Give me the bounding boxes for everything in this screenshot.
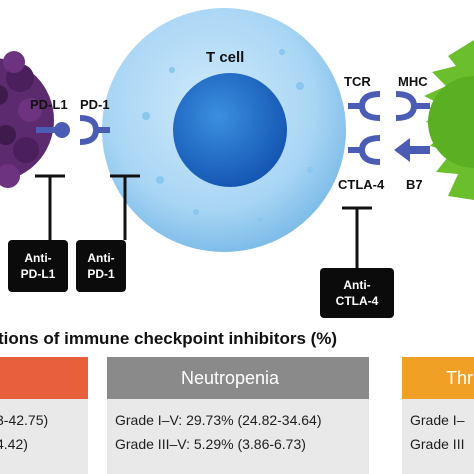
b7-ligand — [394, 138, 430, 162]
anti-ctla-4-line-1: Anti- — [343, 278, 371, 292]
mhc-label: MHC — [398, 74, 428, 89]
tcr-label: TCR — [344, 74, 371, 89]
card-thrombocytopenia-header: Thr — [402, 357, 474, 399]
t-cell-nucleus — [173, 73, 287, 187]
anti-pd-l1-line-2: PD-L1 — [20, 267, 56, 281]
card-neutropenia-title: Neutropenia — [181, 368, 280, 388]
pd-1-label: PD-1 — [80, 97, 110, 112]
t-cell-label: T cell — [206, 49, 245, 66]
anti-pd-l1-line-1: Anti- — [24, 251, 52, 265]
pd-1-receptor — [79, 115, 110, 145]
anti-pd-1-line-1: Anti- — [87, 251, 115, 265]
mhc-molecule — [395, 91, 430, 121]
antigen-presenting-cell — [424, 40, 474, 200]
ctla-4-receptor — [348, 135, 381, 165]
ctla-4-label: CTLA-4 — [338, 177, 385, 192]
card-thrombocytopenia-line-2: Grade III — [410, 436, 465, 452]
pd-l1-label: PD-L1 — [30, 97, 68, 112]
card-anemia-line-1: 3-42.75) — [0, 412, 49, 428]
anti-pd-1-box: Anti- PD-1 — [76, 240, 126, 292]
card-thrombocytopenia-line-1: Grade I– — [410, 412, 465, 428]
card-anemia-header — [0, 357, 88, 399]
section-title-text: tions of immune checkpoint inhibitors (%… — [0, 329, 338, 348]
card-anemia: 3-42.75) 4.42) — [0, 357, 88, 474]
card-neutropenia-line-2: Grade III–V: 5.29% (3.86-6.73) — [115, 436, 306, 452]
card-neutropenia: Neutropenia Grade I–V: 29.73% (24.82-34.… — [107, 357, 369, 474]
card-thrombocytopenia-body: Grade I– Grade III — [402, 399, 474, 474]
card-neutropenia-body: Grade I–V: 29.73% (24.82-34.64) Grade II… — [107, 399, 369, 474]
anti-pd-l1-box: Anti- PD-L1 — [8, 240, 68, 292]
card-neutropenia-header: Neutropenia — [107, 357, 369, 399]
anti-ctla-4-line-2: CTLA-4 — [335, 294, 379, 308]
card-thrombocytopenia-title: Thr — [446, 368, 473, 388]
pd-l1-ligand — [36, 122, 70, 138]
card-anemia-line-2: 4.42) — [0, 436, 28, 452]
anti-pd-1-line-2: PD-1 — [87, 267, 115, 281]
card-anemia-body: 3-42.75) 4.42) — [0, 399, 88, 474]
t-cell — [102, 8, 346, 252]
tcr-receptor — [348, 91, 381, 121]
tumor-cell — [0, 51, 54, 188]
card-neutropenia-line-1: Grade I–V: 29.73% (24.82-34.64) — [115, 412, 322, 428]
inhibitor-lines — [35, 174, 372, 268]
card-thrombocytopenia: Thr Grade I– Grade III — [402, 357, 474, 474]
b7-label: B7 — [406, 177, 423, 192]
anti-ctla-4-box: Anti- CTLA-4 — [320, 268, 394, 318]
